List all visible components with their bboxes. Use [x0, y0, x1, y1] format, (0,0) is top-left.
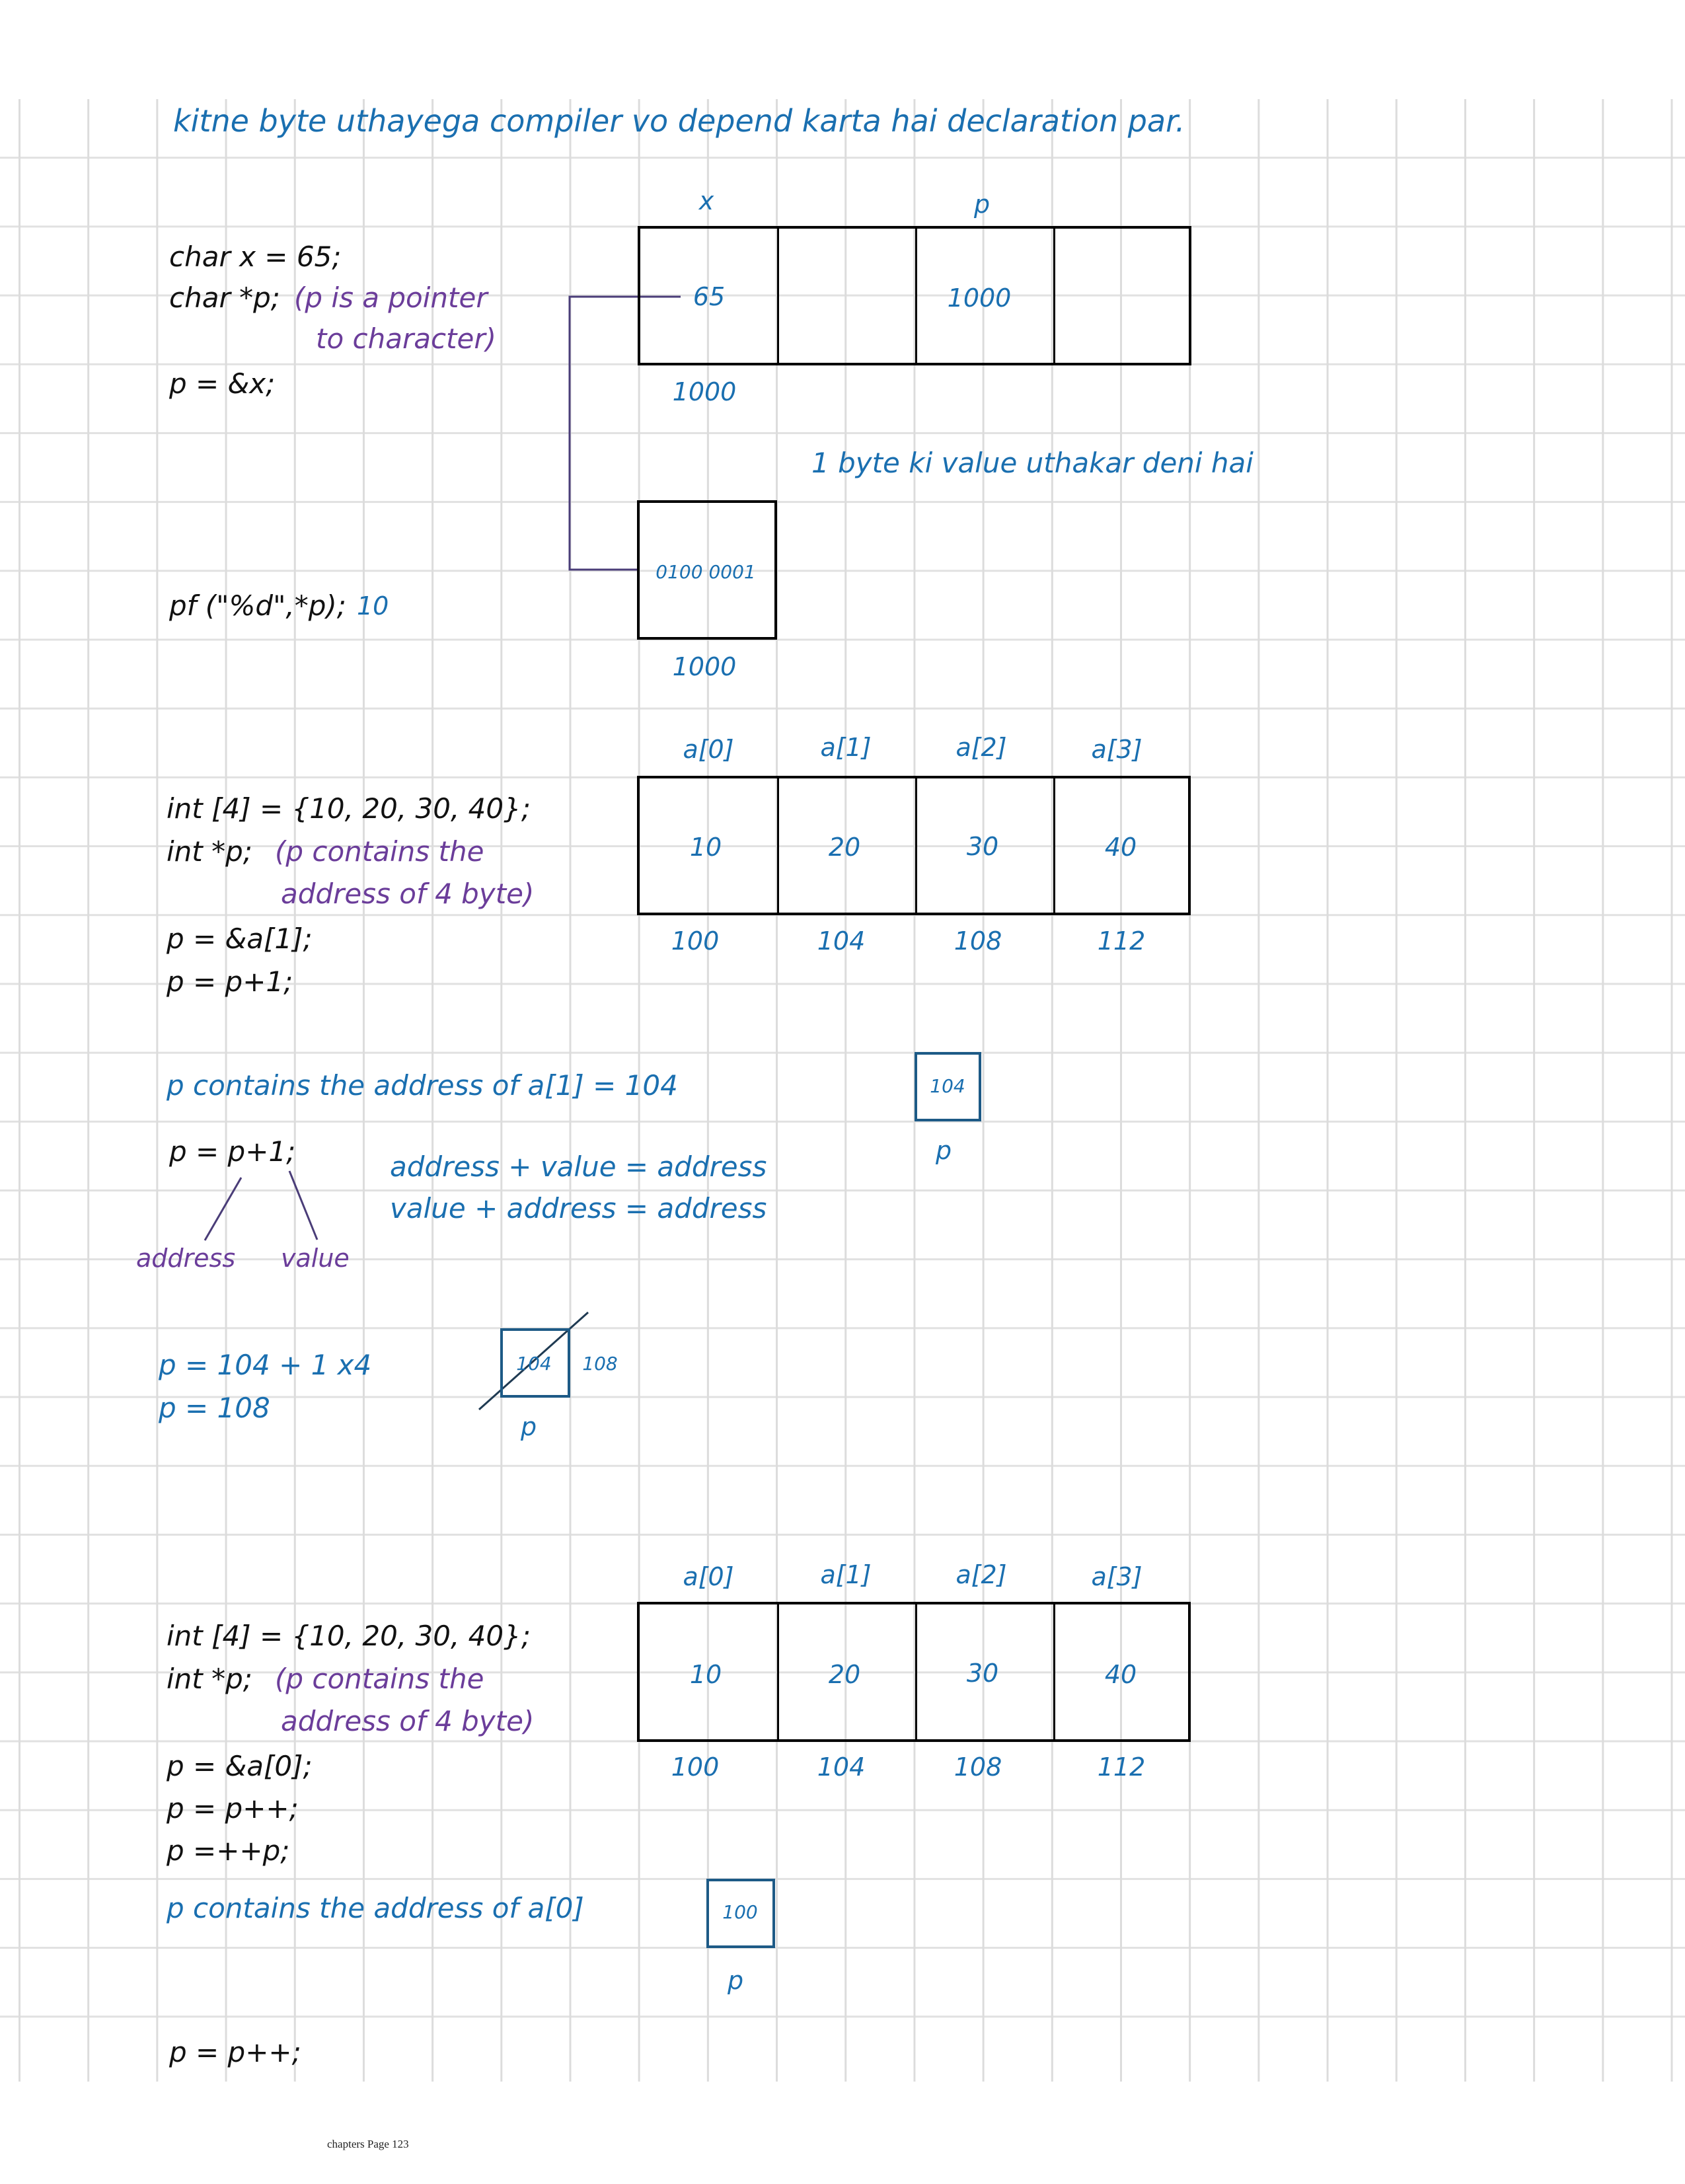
- array-address: 112: [1097, 926, 1146, 956]
- graph-paper-grid: [0, 99, 1685, 2082]
- array-memory-block: [637, 776, 1191, 915]
- calculation-line: p = 108: [159, 1392, 270, 1424]
- rule-text: address + value = address: [390, 1150, 767, 1183]
- page-footer: chapters Page 123: [327, 2138, 409, 2150]
- comment-text: (p is a pointer: [294, 282, 488, 314]
- array-value: 10: [689, 1660, 722, 1689]
- array-index-label: a[2]: [955, 1560, 1007, 1589]
- pointer-label: p: [935, 1136, 952, 1165]
- statement-text: p contains the address of a[0]: [167, 1892, 584, 1924]
- array-memory-block: [637, 1602, 1191, 1742]
- pointer-box: [706, 1879, 775, 1948]
- pointer-label: p: [727, 1966, 744, 1995]
- var-label-p: p: [973, 190, 991, 219]
- memory-block: [638, 226, 1191, 365]
- address-label: 1000: [672, 377, 737, 406]
- code-line: int [4] = {10, 20, 30, 40};: [167, 1620, 531, 1652]
- cell-divider: [777, 778, 779, 913]
- array-address: 108: [954, 926, 1002, 956]
- array-address: 104: [817, 1752, 866, 1782]
- array-index-label: a[1]: [820, 733, 872, 762]
- annotation-note: 1 byte ki value uthakar deni hai: [811, 447, 1254, 479]
- pointer-label: p: [520, 1412, 537, 1441]
- code-line: p = p++;: [169, 2036, 301, 2068]
- array-index-label: a[3]: [1091, 1562, 1142, 1591]
- array-value: 30: [966, 832, 999, 861]
- page-heading: kitne byte uthayega compiler vo depend k…: [173, 103, 1185, 139]
- rule-text: value + address = address: [390, 1192, 767, 1224]
- value-annotation: value: [281, 1244, 350, 1273]
- array-index-label: a[2]: [955, 733, 1007, 762]
- cell-divider: [1053, 229, 1055, 363]
- array-address: 100: [671, 926, 720, 956]
- code-line: p = &a[0];: [167, 1750, 313, 1782]
- array-index-label: a[0]: [683, 735, 734, 764]
- array-value: 20: [828, 1660, 861, 1689]
- array-address: 112: [1097, 1752, 1146, 1782]
- array-value: 40: [1104, 1660, 1137, 1689]
- code-line: p = p++;: [167, 1792, 299, 1825]
- calculation-line: p = 104 + 1 x4: [159, 1349, 372, 1381]
- pointer-value: 100: [722, 1901, 758, 1923]
- updated-pointer-box: [500, 1328, 570, 1398]
- new-pointer-value: 108: [582, 1353, 618, 1374]
- memory-cell-value: 65: [693, 282, 726, 311]
- address-label: 1000: [672, 652, 737, 681]
- array-address: 100: [671, 1752, 720, 1782]
- cell-divider: [1053, 1604, 1055, 1739]
- code-line: char x = 65;: [169, 241, 342, 273]
- statement-text: p contains the address of a[1] = 104: [167, 1069, 678, 1102]
- comment-text: (p contains the: [275, 1663, 484, 1695]
- array-value: 40: [1104, 833, 1137, 862]
- expression: p = p+1;: [169, 1135, 296, 1168]
- code-line: int [4] = {10, 20, 30, 40};: [167, 792, 531, 825]
- comment-text: (p contains the: [275, 835, 484, 868]
- array-address: 104: [817, 926, 866, 956]
- comment-text: address of 4 byte): [281, 1705, 535, 1737]
- printf-line: pf ("%d",*p);: [169, 589, 346, 622]
- old-pointer-value: 104: [516, 1353, 552, 1374]
- comment-text: to character): [316, 322, 497, 355]
- cell-divider: [777, 1604, 779, 1739]
- comment-text: address of 4 byte): [281, 878, 535, 910]
- cell-divider: [915, 1604, 917, 1739]
- code-line: p = &x;: [169, 367, 276, 400]
- address-annotation: address: [136, 1244, 236, 1273]
- array-value: 20: [828, 833, 861, 862]
- array-index-label: a[3]: [1091, 735, 1142, 764]
- array-value: 30: [966, 1659, 999, 1688]
- code-line: p = &a[1];: [167, 923, 313, 955]
- array-index-label: a[1]: [820, 1560, 872, 1589]
- pointer-value: 104: [930, 1075, 965, 1097]
- array-address: 108: [954, 1752, 1002, 1782]
- var-label-x: x: [698, 186, 714, 215]
- pointer-box: [915, 1052, 981, 1121]
- byte-box: [637, 500, 777, 640]
- array-index-label: a[0]: [683, 1562, 734, 1591]
- code-line: p =++p;: [167, 1834, 290, 1867]
- code-line: int *p;: [167, 835, 252, 868]
- array-value: 10: [689, 833, 722, 862]
- cell-divider: [1053, 778, 1055, 913]
- memory-cell-value: 1000: [947, 283, 1012, 313]
- cell-divider: [777, 229, 779, 363]
- code-line: p = p+1;: [167, 965, 293, 998]
- cell-divider: [915, 229, 917, 363]
- code-line: int *p;: [167, 1663, 252, 1695]
- code-line: char *p;: [169, 282, 280, 314]
- cell-divider: [915, 778, 917, 913]
- binary-value: 0100 0001: [655, 561, 756, 583]
- printf-output: 10: [357, 591, 389, 621]
